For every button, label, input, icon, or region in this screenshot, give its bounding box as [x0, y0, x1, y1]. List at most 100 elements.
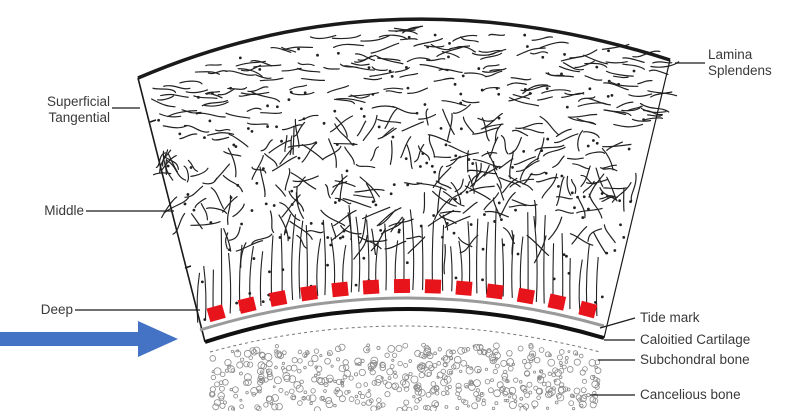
collagen-fiber [501, 136, 507, 154]
collagen-fiber [161, 95, 188, 98]
trabecular-pore [495, 402, 498, 405]
chondrocyte-dot [592, 139, 595, 142]
chondrocyte-dot [362, 257, 365, 260]
chondrocyte-dot [447, 55, 450, 58]
chondrocyte-dot [333, 110, 336, 113]
collagen-fiber [445, 216, 470, 227]
collagen-fiber [549, 217, 562, 239]
collagen-fiber [567, 176, 571, 195]
chondrocyte-dot [471, 162, 474, 165]
chondrocyte-dot [613, 249, 616, 252]
chondrocyte-dot [310, 222, 313, 225]
deep-zone-fiber [385, 224, 387, 291]
collagen-fiber [355, 56, 372, 62]
chondrocyte-dot [454, 83, 457, 86]
collagen-fiber [356, 164, 374, 167]
collagen-fiber [461, 37, 478, 42]
collagen-fiber [444, 245, 445, 274]
collagen-fibers [152, 26, 679, 322]
trabecular-pore [565, 356, 568, 359]
trabecular-pore [468, 384, 475, 391]
chondrocyte-dot [524, 88, 527, 91]
trabecular-pore [497, 382, 503, 388]
chondrocyte-dot [601, 295, 604, 298]
trabecular-pore [453, 363, 459, 369]
chondrocyte-dot [526, 45, 529, 48]
collagen-fiber [439, 215, 456, 224]
collagen-fiber [158, 96, 174, 100]
right-arrow-icon [0, 321, 178, 357]
deep-zone-fiber [451, 246, 453, 291]
chondrocyte-dot [255, 182, 258, 185]
collagen-fiber [297, 235, 307, 248]
chondrocyte-dot [201, 281, 204, 284]
trabecular-pore [213, 404, 219, 410]
chondrocyte-dot [571, 191, 574, 194]
label-superficial-line2: Tangential [14, 110, 110, 126]
chondrocyte-dot [314, 141, 317, 144]
chondrocyte-dot [203, 136, 206, 139]
trabecular-pore [454, 356, 461, 363]
trabecular-pore [312, 377, 317, 382]
collagen-fiber [180, 134, 197, 139]
trabecular-pore [377, 346, 380, 349]
trabecular-pore [495, 364, 499, 368]
chondrocyte-dot [190, 166, 193, 169]
chondrocyte-dot [546, 87, 549, 90]
chondrocyte-dot [454, 154, 457, 157]
collagen-fiber [307, 231, 323, 233]
collagen-fiber [201, 204, 207, 220]
chondrocyte-dot [184, 203, 187, 206]
trabecular-pore [449, 371, 451, 373]
chondrocyte-dot [455, 276, 458, 279]
trabecular-pore [314, 407, 320, 411]
chondrocyte-dot [239, 56, 242, 59]
chondrocyte-dot [596, 142, 599, 145]
chondrocyte-dot [587, 145, 590, 148]
trabecular-pore [214, 400, 220, 406]
collagen-fiber [408, 88, 428, 93]
collagen-fiber [428, 135, 450, 143]
chondrocyte-dot [316, 54, 319, 57]
chondrocyte-dot [608, 80, 611, 83]
collagen-fiber [364, 78, 381, 79]
label-lamina-line1: Lamina [708, 47, 772, 63]
trabecular-pore [409, 372, 412, 375]
collagen-fiber [247, 108, 261, 111]
trabecular-pore [291, 365, 297, 371]
trabecular-pore [461, 360, 467, 366]
trabecular-pore [314, 374, 317, 377]
chondrocyte-dot [606, 195, 609, 198]
collagen-fiber [594, 233, 606, 254]
collagen-fiber [360, 177, 379, 197]
trabecular-pore [349, 376, 353, 380]
chondrocyte-dot [276, 105, 279, 108]
chondrocyte-dot [407, 87, 410, 90]
trabecular-pore [212, 371, 214, 373]
collagen-fiber [600, 165, 616, 168]
chondrocyte-dot [290, 190, 293, 193]
collagen-fiber [439, 69, 462, 72]
chondrocyte-dot [611, 94, 614, 97]
chondrocyte-dot [240, 223, 243, 226]
chondrocyte-dot [628, 148, 631, 151]
collagen-fiber [426, 109, 428, 125]
chondrocyte-dot [281, 268, 284, 271]
chondrocyte-dot [434, 34, 437, 37]
chondrocyte-dot [633, 70, 636, 73]
collagen-fiber [285, 169, 289, 190]
cancellous-bone-pattern [209, 343, 601, 411]
tide-mark-dash [207, 304, 226, 322]
chondrocyte-dot [462, 74, 465, 77]
collagen-fiber [414, 39, 442, 47]
deep-zone-fiber [534, 216, 537, 302]
trabecular-pore [504, 399, 506, 401]
chondrocyte-dot [408, 36, 411, 39]
collagen-fiber [385, 109, 397, 129]
collagen-fiber [474, 162, 477, 186]
chondrocyte-dot [557, 185, 560, 188]
trabecular-pore [318, 378, 325, 385]
trabecular-pore [239, 372, 242, 375]
label-cancellous-bone: Cancelious bone [640, 387, 741, 403]
